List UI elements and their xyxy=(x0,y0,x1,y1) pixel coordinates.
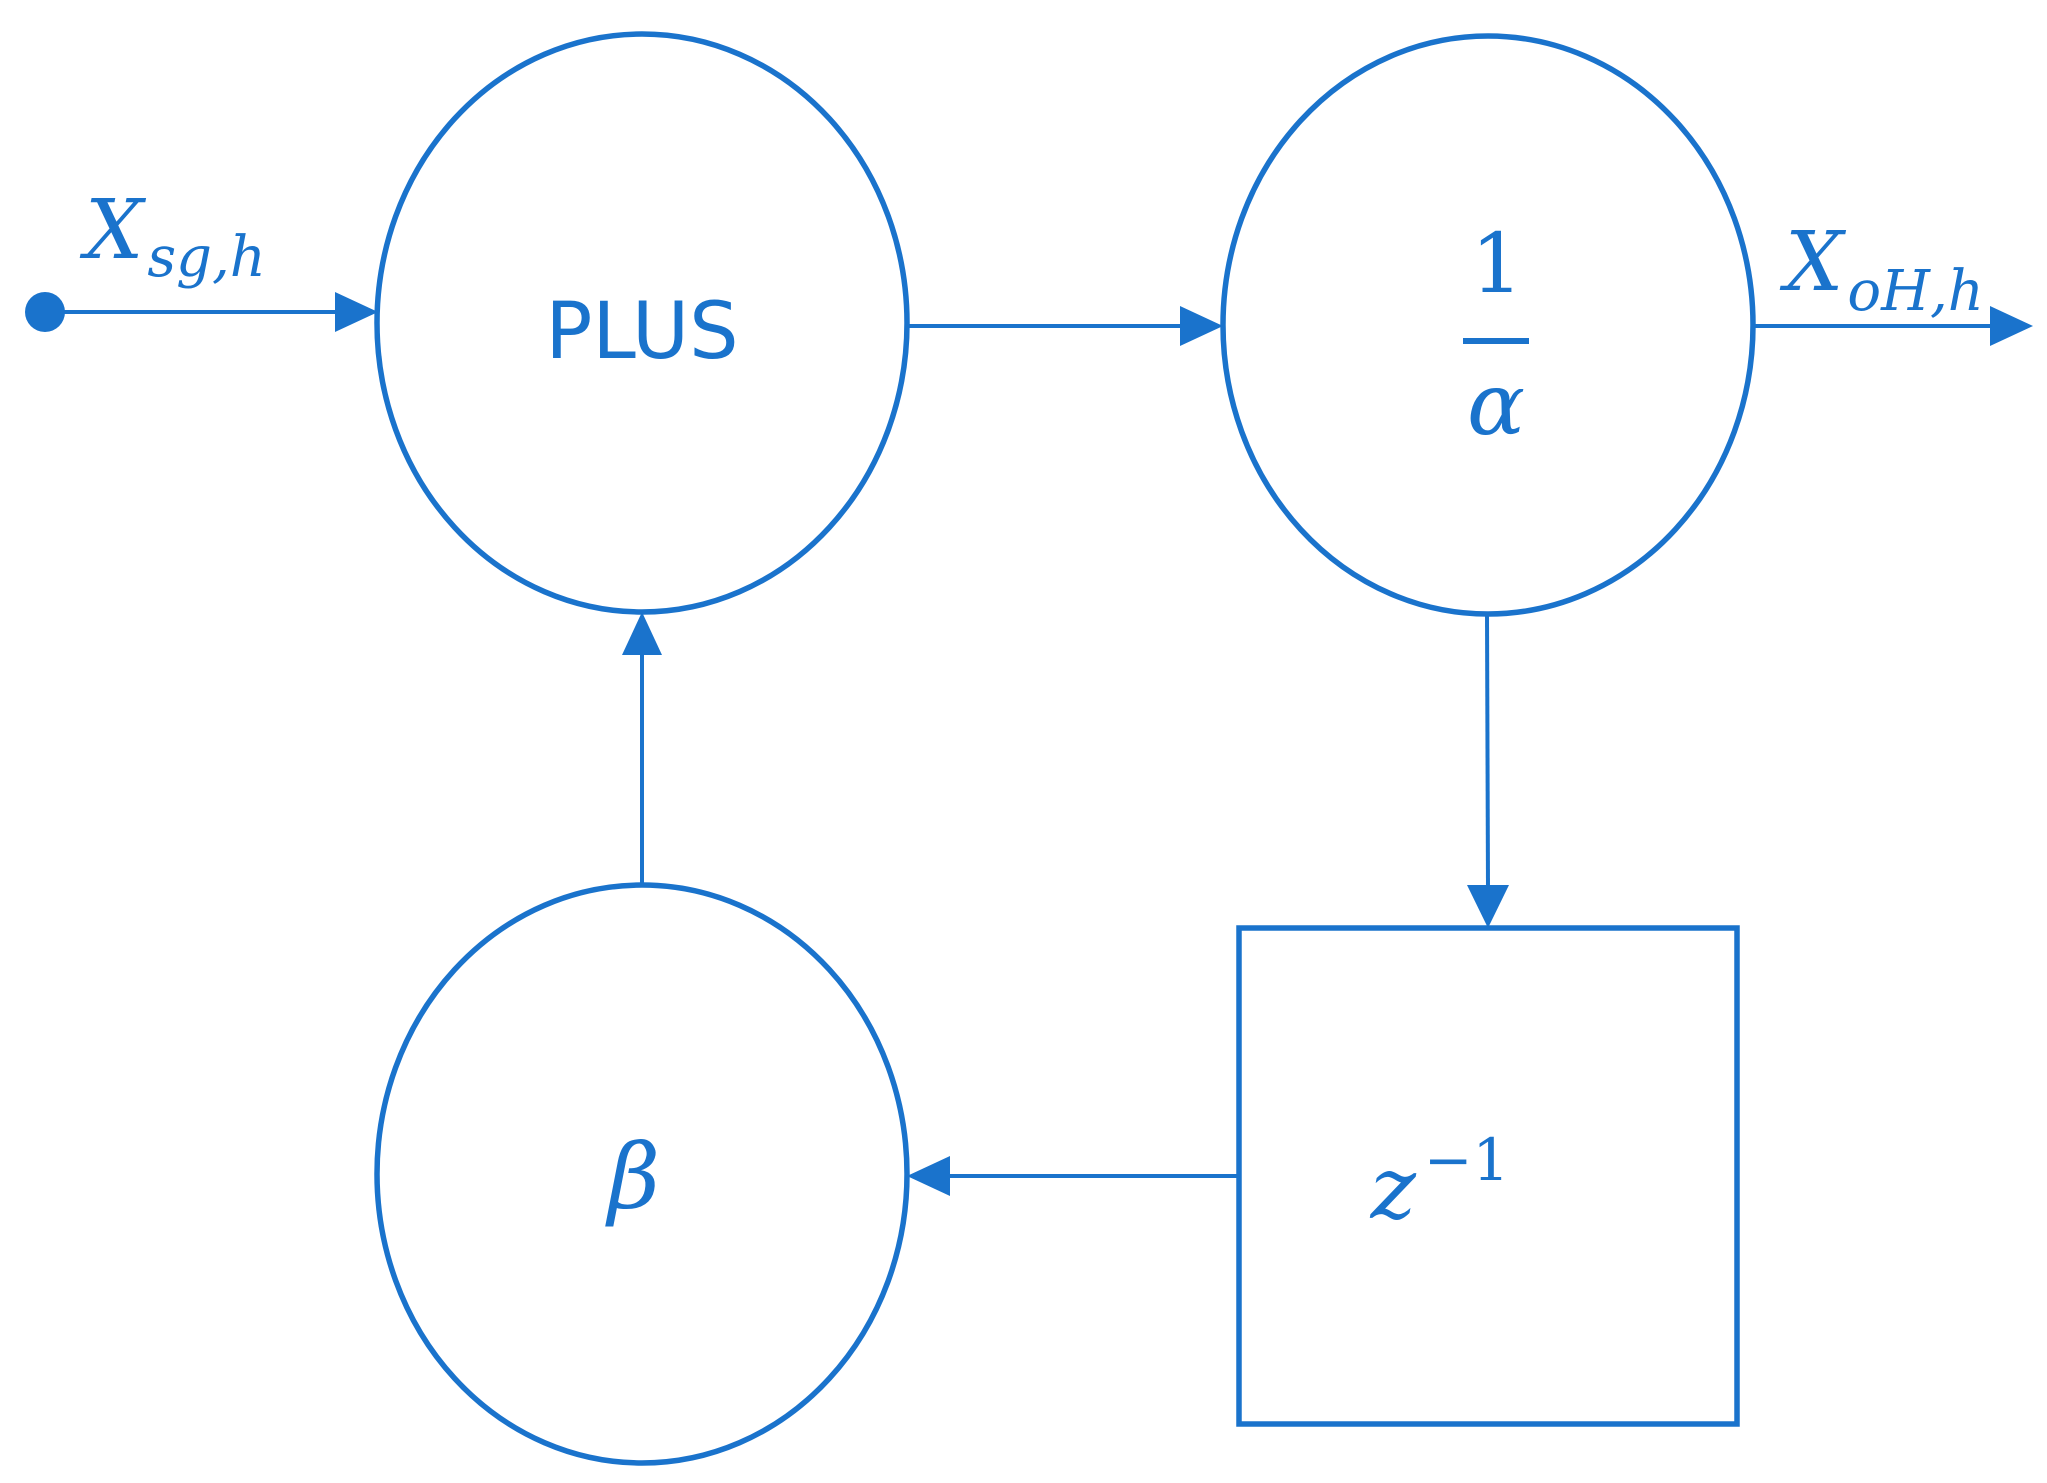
output-label: XoH,h xyxy=(1779,215,1984,324)
input-label: Xsg,h xyxy=(79,183,266,290)
input-label-symbol: X xyxy=(79,183,147,278)
plus-node: PLUS xyxy=(374,31,910,615)
delay-block: z−1 xyxy=(1236,925,1740,1427)
delay-to-beta-head xyxy=(907,1156,950,1196)
plus-to-reciprocal-head xyxy=(1180,306,1223,346)
reciprocal-node: 1 α xyxy=(1220,33,1756,617)
input-arrow-head xyxy=(335,292,378,332)
delay-block-label: z−1 xyxy=(1370,1126,1510,1239)
reciprocal-node-circle xyxy=(1220,33,1756,617)
plus-node-label: PLUS xyxy=(545,287,738,377)
beta-node: β xyxy=(374,882,910,1466)
output-label-symbol: X xyxy=(1779,215,1847,310)
output-arrow-head xyxy=(1990,306,2033,346)
reciprocal-denominator: α xyxy=(1467,355,1525,455)
reciprocal-to-delay-head xyxy=(1467,885,1509,928)
beta-to-plus-head xyxy=(622,612,662,655)
output-label-subscript: oH,h xyxy=(1847,259,1983,324)
reciprocal-numerator: 1 xyxy=(1471,217,1523,312)
delay-base: z xyxy=(1370,1139,1417,1239)
reciprocal-to-delay-line xyxy=(1485,613,1490,891)
input-label-subscript: sg,h xyxy=(147,225,265,290)
delay-exponent: −1 xyxy=(1424,1126,1510,1194)
beta-node-label: β xyxy=(605,1125,660,1230)
